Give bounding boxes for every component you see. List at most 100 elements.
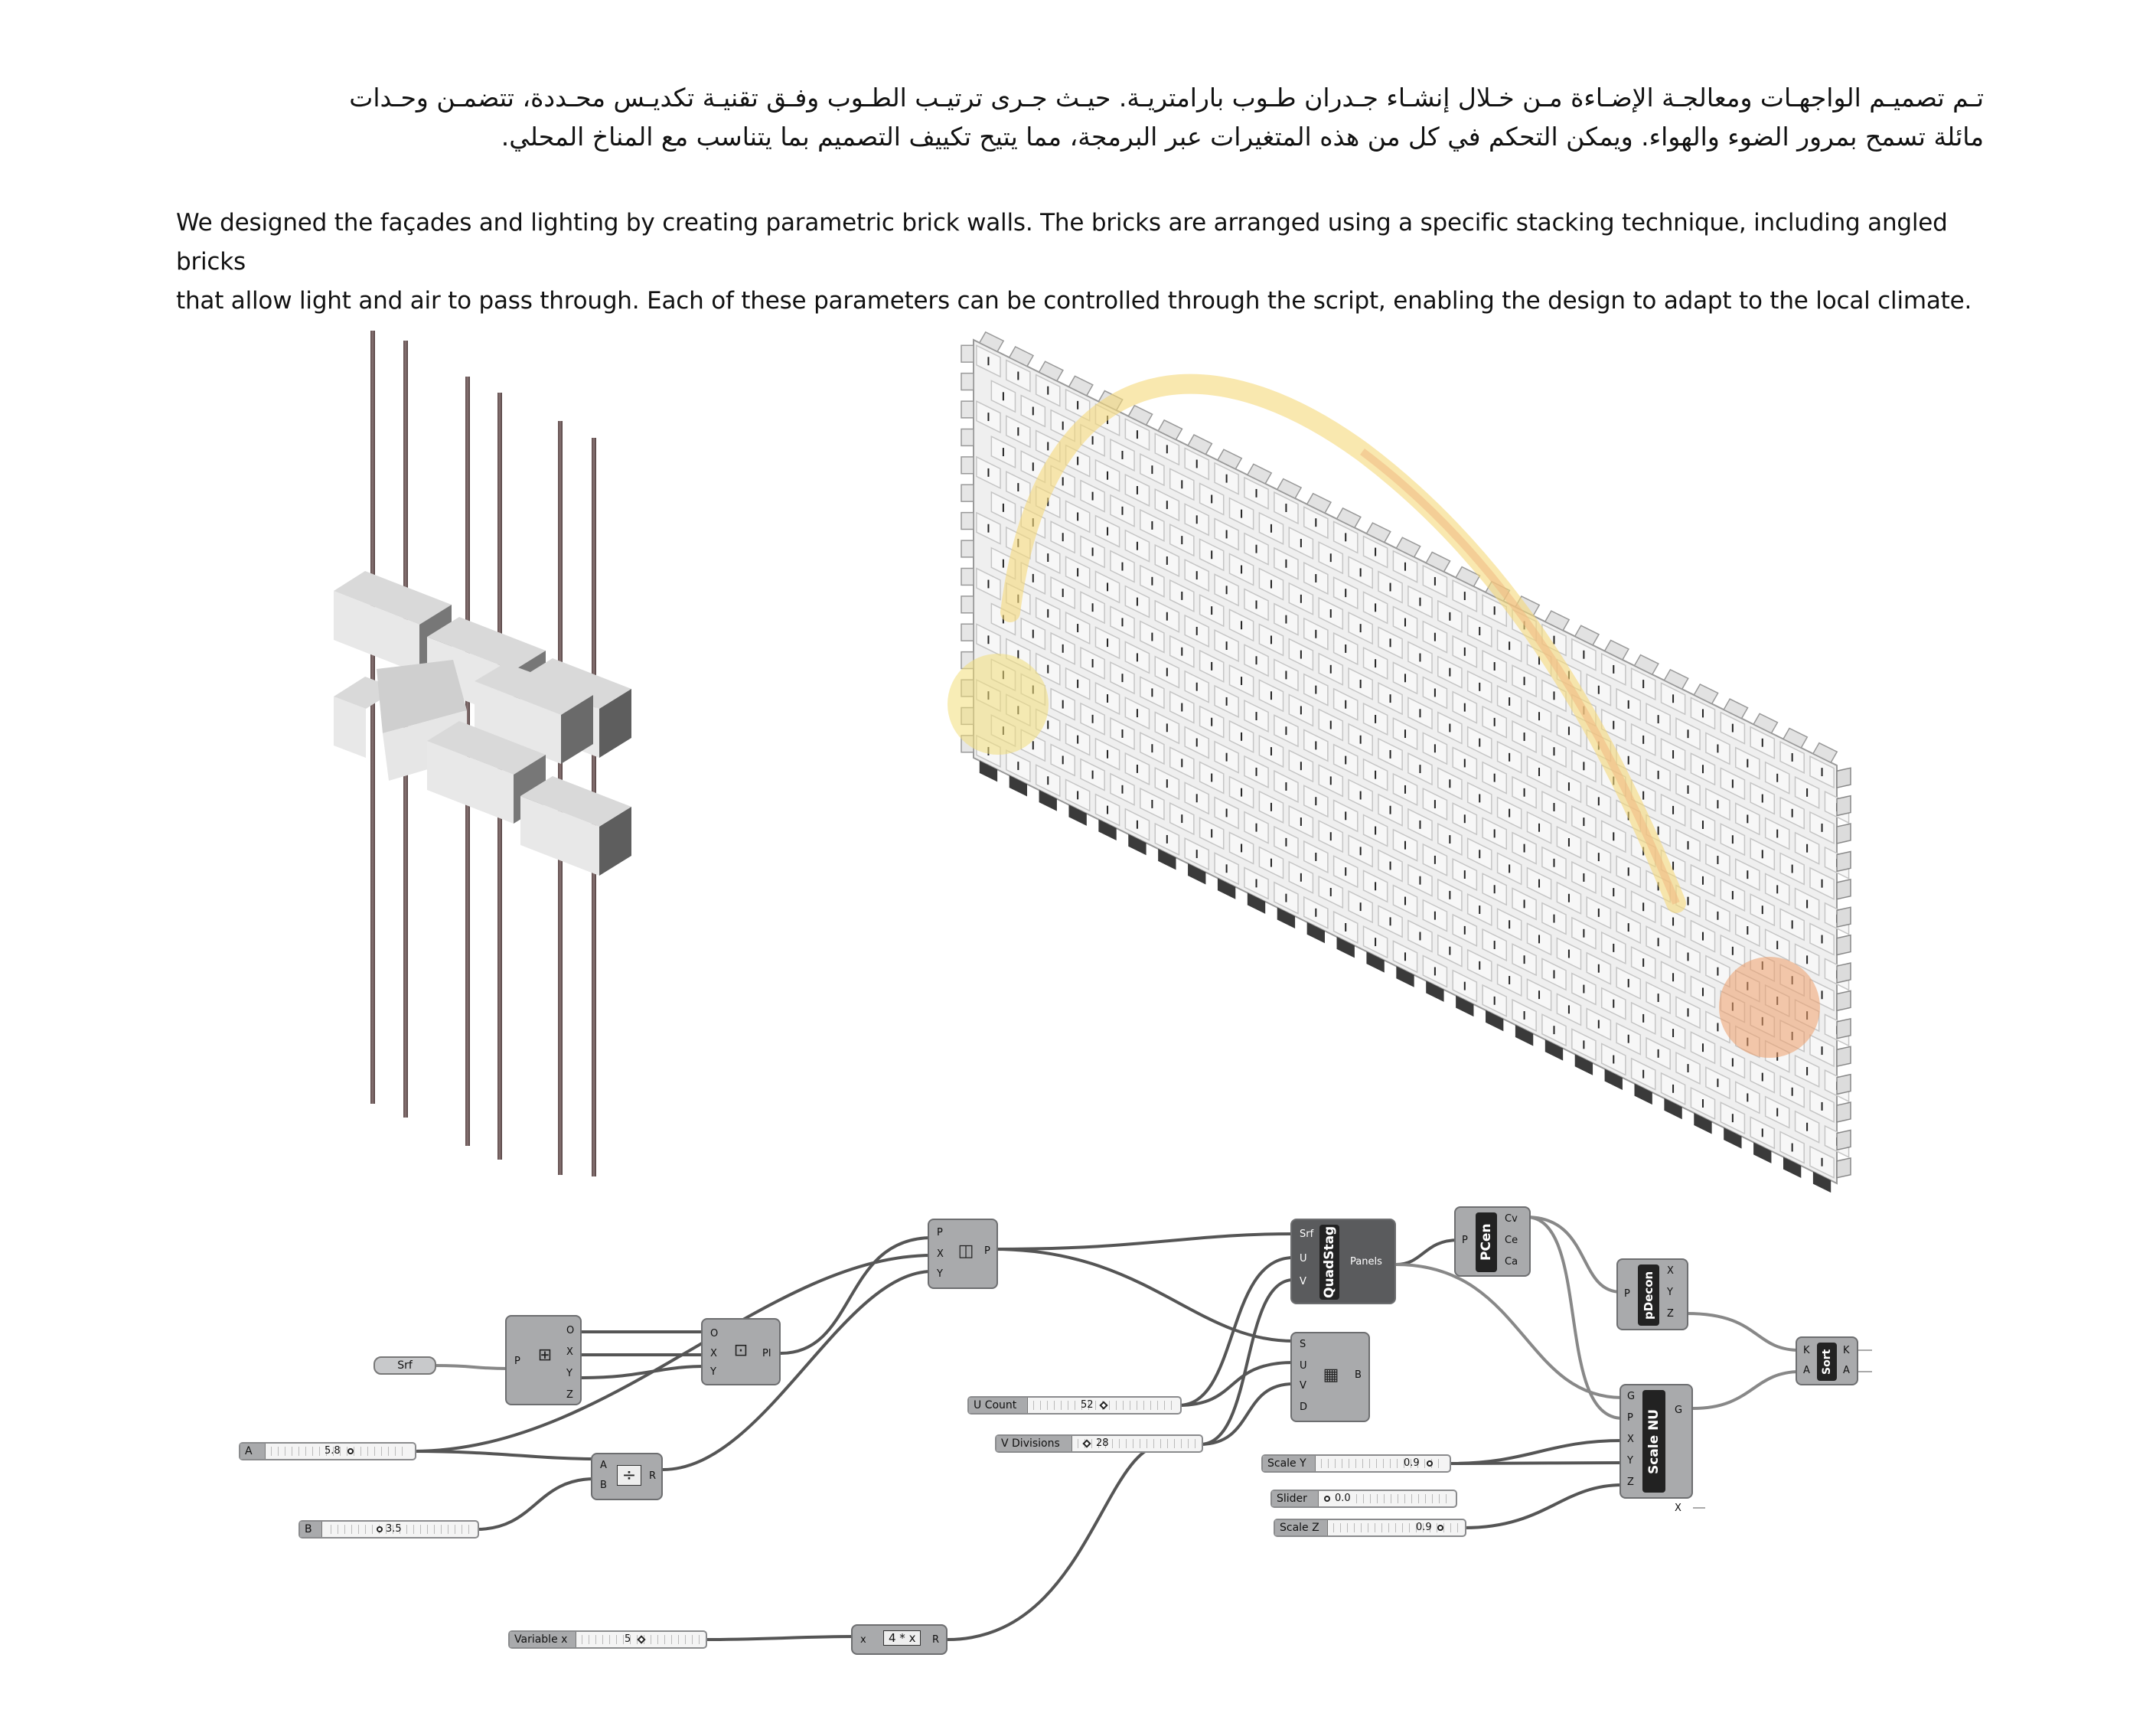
slider-b[interactable]: B 3.5 — [298, 1520, 479, 1539]
slider-a[interactable]: A 5.8 — [239, 1442, 416, 1460]
arabic-line-1: تـم تصميـم الواجهـات ومعالجـة الإضـاءة م… — [349, 83, 1984, 113]
deconstruct-plane-component[interactable]: P ⊞ O X Y Z — [505, 1315, 582, 1405]
slider-scale-y[interactable]: Scale Y 0.9 — [1261, 1454, 1451, 1473]
divide-surface-component[interactable]: S U V D ▦ B — [1290, 1332, 1370, 1422]
division-icon: ÷ — [617, 1465, 641, 1486]
scale-nu-x-output: X — [1675, 1503, 1681, 1514]
port-r: R — [932, 1634, 940, 1646]
plane-surface-icon: ◫ — [957, 1242, 974, 1261]
slider-u-count[interactable]: U Count 52 — [967, 1396, 1182, 1415]
vertical-rods — [370, 331, 596, 1176]
port-b: B — [600, 1480, 607, 1491]
port-z: Z — [1627, 1477, 1634, 1488]
port-pl: Pl — [762, 1348, 771, 1359]
slider-v-divisions-label: V Divisions — [996, 1436, 1072, 1451]
slider-v-divisions[interactable]: V Divisions 28 — [995, 1434, 1203, 1453]
pcen-nickname: PCen — [1476, 1212, 1497, 1272]
srf-param-label: Srf — [397, 1359, 413, 1372]
slider-scale-y-knob[interactable] — [1427, 1460, 1433, 1467]
construct-plane-component[interactable]: O X Y ⊡ Pl — [701, 1318, 781, 1385]
port-x: X — [937, 1248, 944, 1260]
expression-component[interactable]: x 4 * x R — [851, 1624, 948, 1655]
port-v: V — [1300, 1276, 1306, 1287]
port-o: O — [566, 1325, 575, 1336]
port-k-out: K — [1843, 1345, 1850, 1356]
port-g: G — [1627, 1391, 1636, 1402]
port-b: B — [1355, 1369, 1362, 1381]
slider-scale-z[interactable]: Scale Z 0.9 — [1274, 1519, 1466, 1537]
slider-v-divisions-value: 28 — [1096, 1437, 1109, 1449]
slider-scale-y-value: 0.9 — [1404, 1457, 1420, 1469]
grid-icon: ▦ — [1323, 1366, 1339, 1385]
port-g-out: G — [1675, 1405, 1683, 1416]
port-x: X — [710, 1348, 717, 1359]
port-x: X — [566, 1346, 573, 1358]
port-u: U — [1300, 1253, 1307, 1264]
sun-path-arc-lower — [1359, 449, 1680, 905]
sun-morning — [948, 654, 1049, 755]
port-p: P — [1462, 1235, 1468, 1246]
slider-b-knob[interactable] — [377, 1526, 383, 1532]
slider-a-value: 5.8 — [325, 1445, 341, 1457]
quadstag-nickname: QuadStag — [1319, 1225, 1339, 1300]
port-x: X — [1627, 1434, 1634, 1445]
slider-variable-x-value: 5 — [625, 1633, 631, 1645]
slider-a-knob[interactable] — [347, 1448, 354, 1454]
slider-a-label: A — [240, 1444, 266, 1459]
slider-slider-label: Slider — [1272, 1491, 1319, 1506]
division-component[interactable]: A B ÷ R — [591, 1453, 663, 1500]
quadstag-component[interactable]: Srf U V QuadStag Panels — [1290, 1219, 1396, 1304]
srf-param[interactable]: Srf — [373, 1356, 436, 1375]
english-line-2: that allow light and air to pass through… — [176, 287, 1972, 315]
slider-scale-z-knob[interactable] — [1437, 1525, 1443, 1531]
english-line-1: We designed the façades and lighting by … — [176, 209, 1948, 276]
facade-edge-notches — [961, 331, 1851, 1193]
pdecon-component[interactable]: P pDecon X Y Z — [1616, 1258, 1688, 1330]
port-x: X — [1667, 1265, 1674, 1277]
slider-b-value: 3.5 — [386, 1523, 402, 1535]
port-r: R — [649, 1470, 657, 1482]
slider-b-label: B — [300, 1522, 322, 1537]
slider-u-count-value: 52 — [1081, 1399, 1094, 1411]
port-v: V — [1300, 1380, 1306, 1392]
port-y: Y — [1667, 1287, 1673, 1298]
slider-u-count-label: U Count — [969, 1398, 1028, 1413]
port-p: P — [1627, 1412, 1633, 1424]
pcen-component[interactable]: P PCen Cv Ce Ca — [1454, 1206, 1531, 1277]
scale-nu-component[interactable]: G P X Y Z Scale NU G — [1619, 1384, 1693, 1499]
slider-slider-knob[interactable] — [1324, 1496, 1330, 1502]
slider-scale-z-label: Scale Z — [1275, 1520, 1328, 1535]
port-z: Z — [566, 1389, 573, 1401]
port-a: A — [1803, 1365, 1810, 1376]
slider-scale-z-value: 0.9 — [1416, 1522, 1432, 1533]
slider-scale-y-label: Scale Y — [1263, 1456, 1316, 1471]
facade-bricks — [976, 344, 1850, 1179]
port-y: Y — [566, 1368, 572, 1379]
port-p: P — [1624, 1288, 1630, 1300]
arabic-description: تـم تصميـم الواجهـات ومعالجـة الإضـاءة م… — [176, 78, 1984, 156]
port-o: O — [710, 1328, 719, 1340]
port-d: D — [1300, 1402, 1308, 1413]
port-p: P — [937, 1227, 943, 1238]
port-panels: Panels — [1350, 1256, 1382, 1268]
deconstruct-plane-icon: ⊞ — [537, 1346, 553, 1365]
slider-slider[interactable]: Slider 0.0 — [1270, 1490, 1457, 1508]
english-description: We designed the façades and lighting by … — [176, 204, 1984, 321]
plane-surface-component[interactable]: P X Y ◫ P — [928, 1219, 998, 1289]
port-ca: Ca — [1505, 1256, 1518, 1268]
sort-component[interactable]: K A Sort K A — [1796, 1336, 1858, 1385]
slider-variable-x[interactable]: Variable x 5 — [508, 1630, 707, 1649]
port-x: x — [860, 1634, 866, 1646]
expression-formula: 4 * x — [883, 1630, 921, 1646]
pdecon-nickname: pDecon — [1638, 1264, 1659, 1326]
arabic-line-2: مائلة تسمح بمرور الضوء والهواء. ويمكن ال… — [501, 122, 1984, 152]
port-z: Z — [1667, 1308, 1674, 1320]
scale-nu-nickname: Scale NU — [1642, 1390, 1665, 1493]
port-p-out: P — [984, 1245, 990, 1257]
sun-evening — [1719, 957, 1820, 1058]
facade-surface — [973, 338, 1838, 1185]
port-a-out: A — [1843, 1365, 1850, 1376]
bricks — [334, 571, 631, 876]
port-y: Y — [937, 1268, 943, 1280]
sort-nickname: Sort — [1817, 1343, 1837, 1381]
